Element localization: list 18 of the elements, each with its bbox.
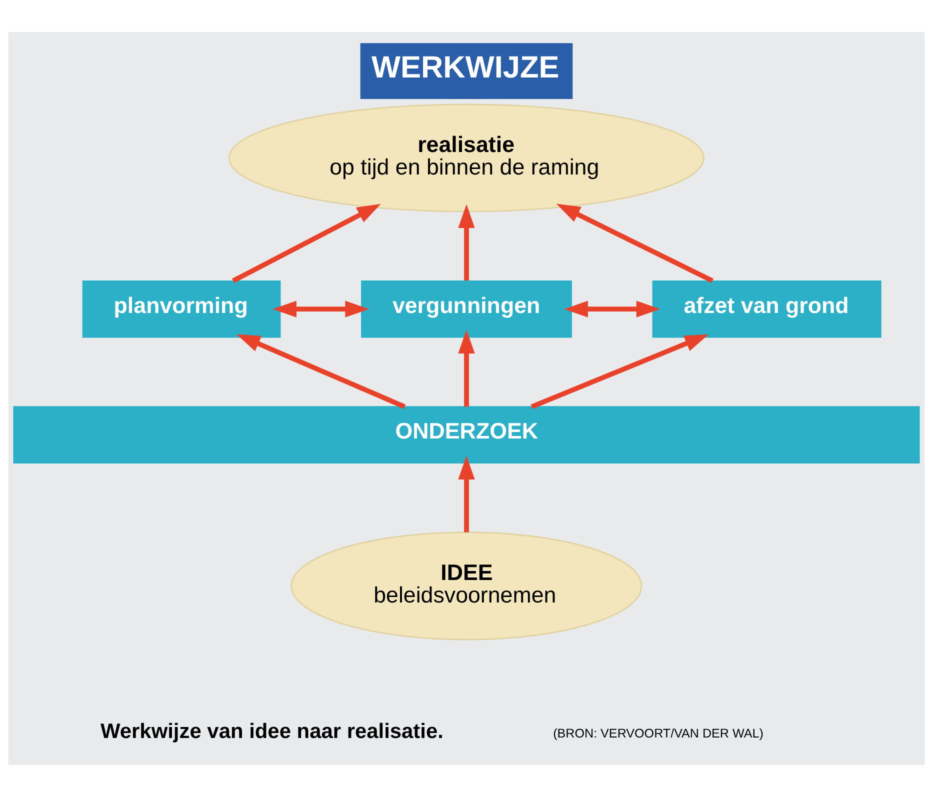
arrow (458, 329, 475, 406)
arrow (458, 455, 475, 532)
arrow (232, 203, 381, 282)
node-box: ONDERZOEK (13, 406, 920, 463)
node-ellipse: IDEE beleidsvoornemen (290, 531, 642, 640)
arrow (530, 334, 709, 409)
arrow (556, 203, 714, 283)
node-box: afzet van grond (652, 280, 882, 338)
caption: Werkwijze van idee naar realisatie. (100, 719, 444, 742)
node-ellipse: realisatie op tijd en binnen de raming (228, 103, 705, 212)
arrow (272, 300, 370, 317)
arrow (458, 204, 475, 280)
node-box: planvorming (82, 280, 281, 338)
node-box: vergunningen (361, 280, 572, 338)
arrow (236, 334, 406, 408)
arrow (564, 300, 660, 317)
diagram-title: WERKWIJZE (372, 49, 560, 84)
label: (BRON: VERVOORT/VAN DER WAL) (553, 726, 764, 740)
